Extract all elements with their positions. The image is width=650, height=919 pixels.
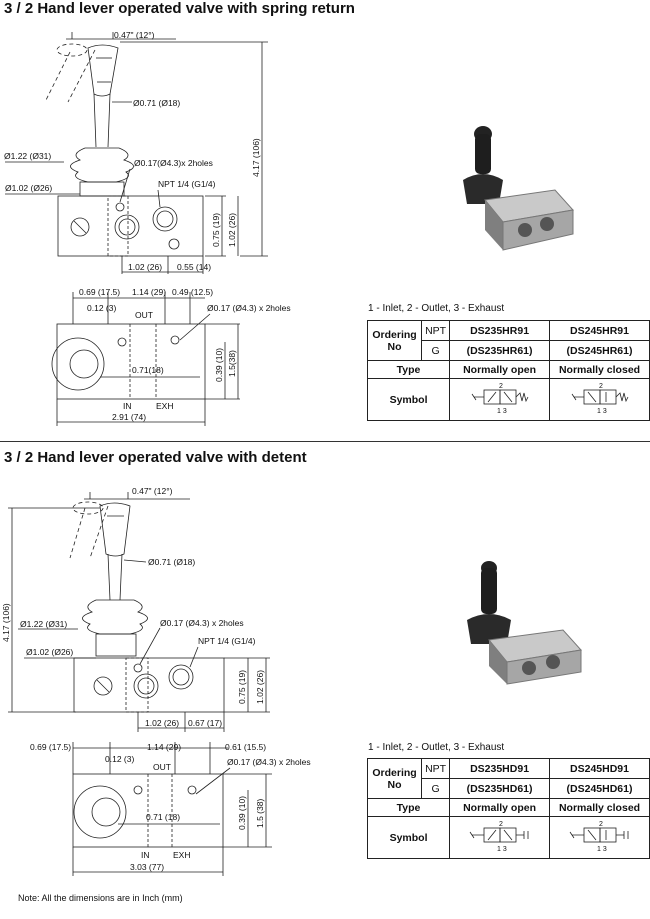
section-divider: [0, 441, 650, 442]
dim-holes-4: Ø0.17 (Ø4.3) x 2holes: [227, 757, 311, 767]
drawing-spring-return: 0.47" (12°) Ø0.71 (Ø18) Ø1.22 (Ø31) Ø1.0…: [0, 22, 340, 437]
dim-boot: Ø1.22 (Ø31): [4, 151, 51, 161]
npt-a: DS235HD91: [449, 758, 551, 779]
svg-text:2: 2: [499, 821, 503, 828]
g-cell: G: [421, 340, 451, 361]
dim-h2: 1.02 (26): [227, 213, 237, 247]
symbol-no: 2 1 3: [449, 816, 551, 859]
port-legend-1: 1 - Inlet, 2 - Outlet, 3 - Exhaust: [368, 303, 505, 314]
section-title-detent: 3 / 2 Hand lever operated valve with det…: [4, 449, 307, 466]
valve-symbol-icon: 2 1 3: [469, 821, 528, 853]
dim-d: 0.12 (3): [87, 303, 116, 313]
type-cell: Type: [366, 360, 451, 379]
type-a: Normally open: [449, 798, 551, 817]
dim-a: 0.69 (17.5): [79, 287, 120, 297]
symbol-cell: Symbol: [366, 816, 451, 859]
dim-d-2: 0.12 (3): [105, 754, 134, 764]
drawing-detent: 0.47" (12°) Ø0.71 (Ø18) 4.17 (106) Ø1.22…: [0, 472, 340, 887]
label-out: OUT: [135, 310, 153, 320]
npt-cell: NPT: [421, 758, 451, 779]
valve-symbol-icon: 2 1 3: [571, 383, 628, 415]
dim-width: 2.91 (74): [112, 412, 146, 422]
svg-text:2: 2: [599, 821, 603, 828]
valve-photo-icon: [467, 561, 582, 685]
dim-holes: Ø0.17(Ø4.3)x 2holes: [134, 158, 213, 168]
svg-text:2: 2: [499, 383, 503, 390]
dim-holes2: Ø0.17 (Ø4.3) x 2holes: [207, 303, 291, 313]
dim-e-2: 0.71 (18): [146, 812, 180, 822]
svg-text:1 3: 1 3: [497, 846, 507, 853]
dim-h2-2: 1.02 (26): [255, 670, 265, 704]
valve-photo-icon: [463, 126, 574, 251]
section-title-spring-return: 3 / 2 Hand lever operated valve with spr…: [4, 0, 355, 17]
dim-c: 0.49 (12.5): [172, 287, 213, 297]
dim-knob: Ø0.71 (Ø18): [133, 98, 180, 108]
symbol-nc: 2 1 3: [549, 378, 650, 421]
label-in-2: IN: [141, 850, 150, 860]
dim-base: Ø1.02 (Ø26): [5, 183, 52, 193]
dim-w1: 1.02 (26): [128, 262, 162, 272]
valve-photo-detent: [455, 556, 585, 691]
dim-b: 1.14 (29): [132, 287, 166, 297]
symbol-nc: 2 1 3: [549, 816, 650, 859]
dim-w2: 0.55 (14): [177, 262, 211, 272]
dim-h1: 0.75 (19): [211, 213, 221, 247]
npt-cell: NPT: [421, 320, 451, 341]
dim-height-2: 4.17 (106): [1, 603, 11, 642]
symbol-no: 2 1 3: [449, 378, 551, 421]
dim-c-2: 0.61 (15.5): [225, 742, 266, 752]
g-a: (DS235HD61): [449, 778, 551, 799]
footnote: Note: All the dimensions are in Inch (mm…: [18, 893, 183, 903]
type-b: Normally closed: [549, 798, 650, 817]
npt-b: DS245HR91: [549, 320, 650, 341]
type-cell: Type: [366, 798, 451, 817]
label-in: IN: [123, 401, 132, 411]
dim-thread-2: NPT 1/4 (G1/4): [198, 636, 256, 646]
g-b: (DS245HD61): [549, 778, 650, 799]
dim-f: 0.39 (10): [214, 348, 224, 382]
dim-holes-3: Ø0.17 (Ø4.3) x 2holes: [160, 618, 244, 628]
valve-symbol-icon: 2 1 3: [471, 383, 528, 415]
svg-text:2: 2: [599, 383, 603, 390]
dim-angle-2: 0.47" (12°): [132, 486, 173, 496]
dim-b-2: 1.14 (29): [147, 742, 181, 752]
dim-h1-2: 0.75 (19): [237, 670, 247, 704]
dim-f-2: 0.39 (10): [237, 796, 247, 830]
dim-base-2: Ø1.02 (Ø26): [26, 647, 73, 657]
g-b: (DS245HR61): [549, 340, 650, 361]
dim-e: 0.71(18): [132, 365, 164, 375]
dim-boot-2: Ø1.22 (Ø31): [20, 619, 67, 629]
dim-w1-2: 1.02 (26): [145, 718, 179, 728]
valve-symbol-icon: 2 1 3: [569, 821, 628, 853]
symbol-cell: Symbol: [366, 378, 451, 421]
svg-text:1 3: 1 3: [597, 408, 607, 415]
dim-g-2: 1.5 (38): [255, 799, 265, 828]
valve-photo-spring-return: [455, 122, 575, 257]
dim-a-2: 0.69 (17.5): [30, 742, 71, 752]
g-a: (DS235HR61): [449, 340, 551, 361]
type-b: Normally closed: [549, 360, 650, 379]
dim-g: 1.5(38): [227, 350, 237, 377]
dim-thread: NPT 1/4 (G1/4): [158, 179, 216, 189]
dim-w2-2: 0.67 (17): [188, 718, 222, 728]
svg-text:1 3: 1 3: [497, 408, 507, 415]
type-a: Normally open: [449, 360, 551, 379]
svg-text:1 3: 1 3: [597, 846, 607, 853]
port-legend-2: 1 - Inlet, 2 - Outlet, 3 - Exhaust: [368, 742, 505, 753]
dim-height: 4.17 (106): [251, 138, 261, 177]
npt-b: DS245HD91: [549, 758, 650, 779]
npt-a: DS235HR91: [449, 320, 551, 341]
g-cell: G: [421, 778, 451, 799]
dim-angle: 0.47" (12°): [114, 30, 155, 40]
label-exh: EXH: [156, 401, 173, 411]
label-exh-2: EXH: [173, 850, 190, 860]
dim-knob-2: Ø0.71 (Ø18): [148, 557, 195, 567]
dim-width-2: 3.03 (77): [130, 862, 164, 872]
label-out-2: OUT: [153, 762, 171, 772]
